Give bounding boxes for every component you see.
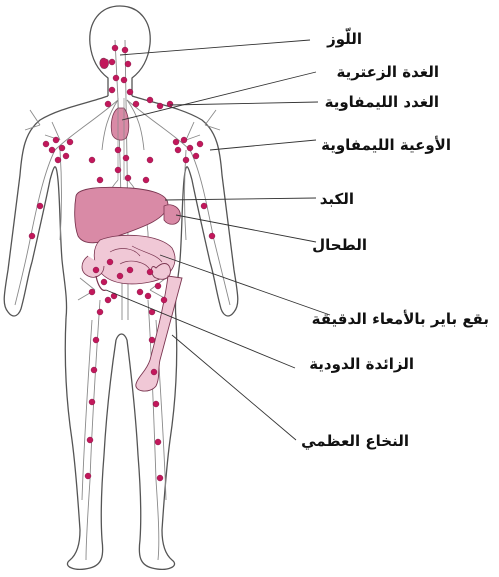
lymph-node — [121, 77, 127, 83]
lymph-node — [37, 203, 43, 209]
lymph-node — [87, 437, 93, 443]
lymph-node — [93, 267, 99, 273]
lymph-node — [149, 337, 155, 343]
lymph-node — [97, 309, 103, 315]
lymph-node — [67, 139, 73, 145]
lymph-node — [147, 97, 153, 103]
lymph-node — [183, 157, 189, 163]
lymph-node — [43, 141, 49, 147]
lymph-node — [91, 367, 97, 373]
lymph-node — [122, 47, 128, 53]
thymus — [111, 108, 129, 140]
lymph-node — [133, 101, 139, 107]
lymph-node — [123, 155, 129, 161]
lymph-node — [55, 157, 61, 163]
lymph-node — [181, 137, 187, 143]
lymph-node — [173, 139, 179, 145]
lymph-node — [117, 273, 123, 279]
lymph-node — [93, 337, 99, 343]
lymph-node — [101, 279, 107, 285]
lymph-node — [209, 233, 215, 239]
lymph-node — [157, 475, 163, 481]
lymph-node — [59, 145, 65, 151]
lymph-node — [85, 473, 91, 479]
lymph-node — [63, 153, 69, 159]
lymph-node — [105, 297, 111, 303]
lymph-node — [89, 289, 95, 295]
body-outline — [4, 6, 238, 569]
lymph-node — [107, 259, 113, 265]
lymph-node — [157, 103, 163, 109]
label-thymus: الغدة الزعترية — [336, 63, 439, 81]
lymph-node — [115, 147, 121, 153]
lymph-node — [89, 157, 95, 163]
label-appendix: الزائدة الدودية — [309, 355, 414, 373]
lymph-node — [115, 167, 121, 173]
lymph-node — [167, 101, 173, 107]
lymph-node — [112, 45, 118, 51]
lymph-node — [127, 89, 133, 95]
lymph-node — [143, 177, 149, 183]
lymph-node — [137, 289, 143, 295]
label-peyers-patches: بقع باير بالأمعاء الدقيقة — [312, 310, 489, 328]
lymph-node — [49, 147, 55, 153]
lymph-node — [147, 157, 153, 163]
lymph-node — [153, 401, 159, 407]
label-bone-marrow: النخاع العظمي — [301, 432, 409, 450]
lymph-node — [97, 177, 103, 183]
lymph-node — [109, 59, 115, 65]
lymph-node — [127, 267, 133, 273]
lymph-node — [155, 439, 161, 445]
lymph-node — [197, 141, 203, 147]
lymph-node — [125, 61, 131, 67]
label-tonsils: اللّوز — [327, 30, 362, 48]
label-spleen: الطحال — [312, 236, 367, 254]
lymph-node — [29, 233, 35, 239]
lymph-node — [125, 175, 131, 181]
label-lymph-nodes: الغدد الليمفاوية — [325, 93, 439, 111]
lymph-node — [187, 145, 193, 151]
lymph-node — [151, 369, 157, 375]
lymph-node — [113, 75, 119, 81]
lymph-node — [105, 101, 111, 107]
lymph-node — [145, 293, 151, 299]
lymph-node — [89, 399, 95, 405]
lymph-node — [175, 147, 181, 153]
tonsil — [100, 58, 109, 69]
lymph-node — [193, 153, 199, 159]
lymph-node — [155, 283, 161, 289]
lymph-node — [53, 137, 59, 143]
spleen — [164, 205, 180, 225]
lymph-node — [109, 87, 115, 93]
lymph-node — [201, 203, 207, 209]
lymph-node — [147, 269, 153, 275]
liver — [75, 187, 168, 242]
lymph-node — [161, 297, 167, 303]
label-liver: الكبد — [320, 190, 354, 208]
label-lymph-vessels: الأوعية الليمفاوية — [321, 136, 451, 154]
